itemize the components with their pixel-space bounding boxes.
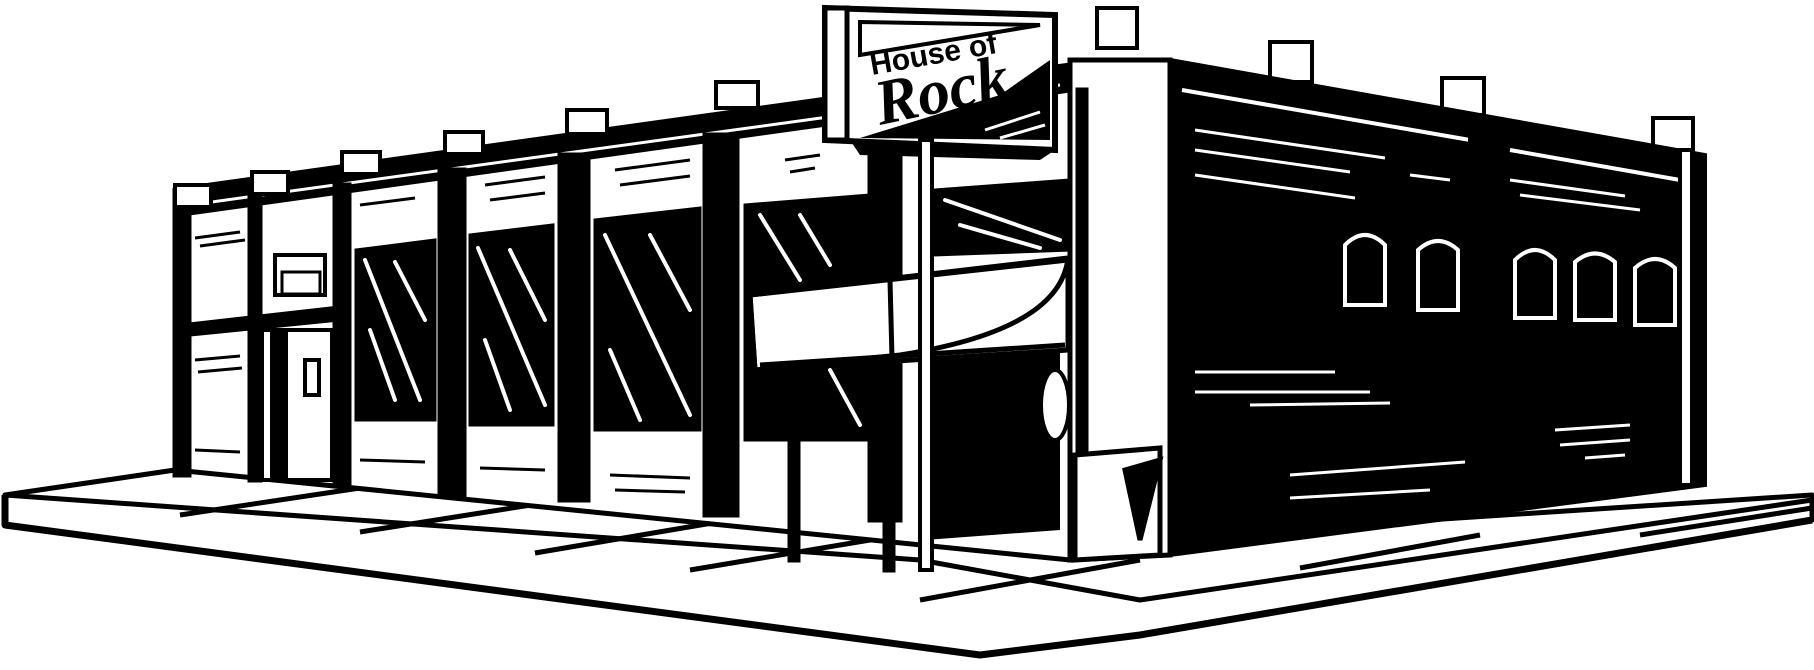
house-of-rock-sign: House of Rock [822, 4, 1058, 572]
awning [747, 255, 1071, 573]
side-brick-marks [1194, 128, 1641, 500]
side-entry [183, 253, 337, 482]
window-glints [363, 198, 1062, 427]
corner-pillar [1067, 57, 1173, 563]
entrance [925, 350, 1071, 540]
arched-windows [1343, 233, 1677, 327]
brick-marks [194, 153, 821, 494]
